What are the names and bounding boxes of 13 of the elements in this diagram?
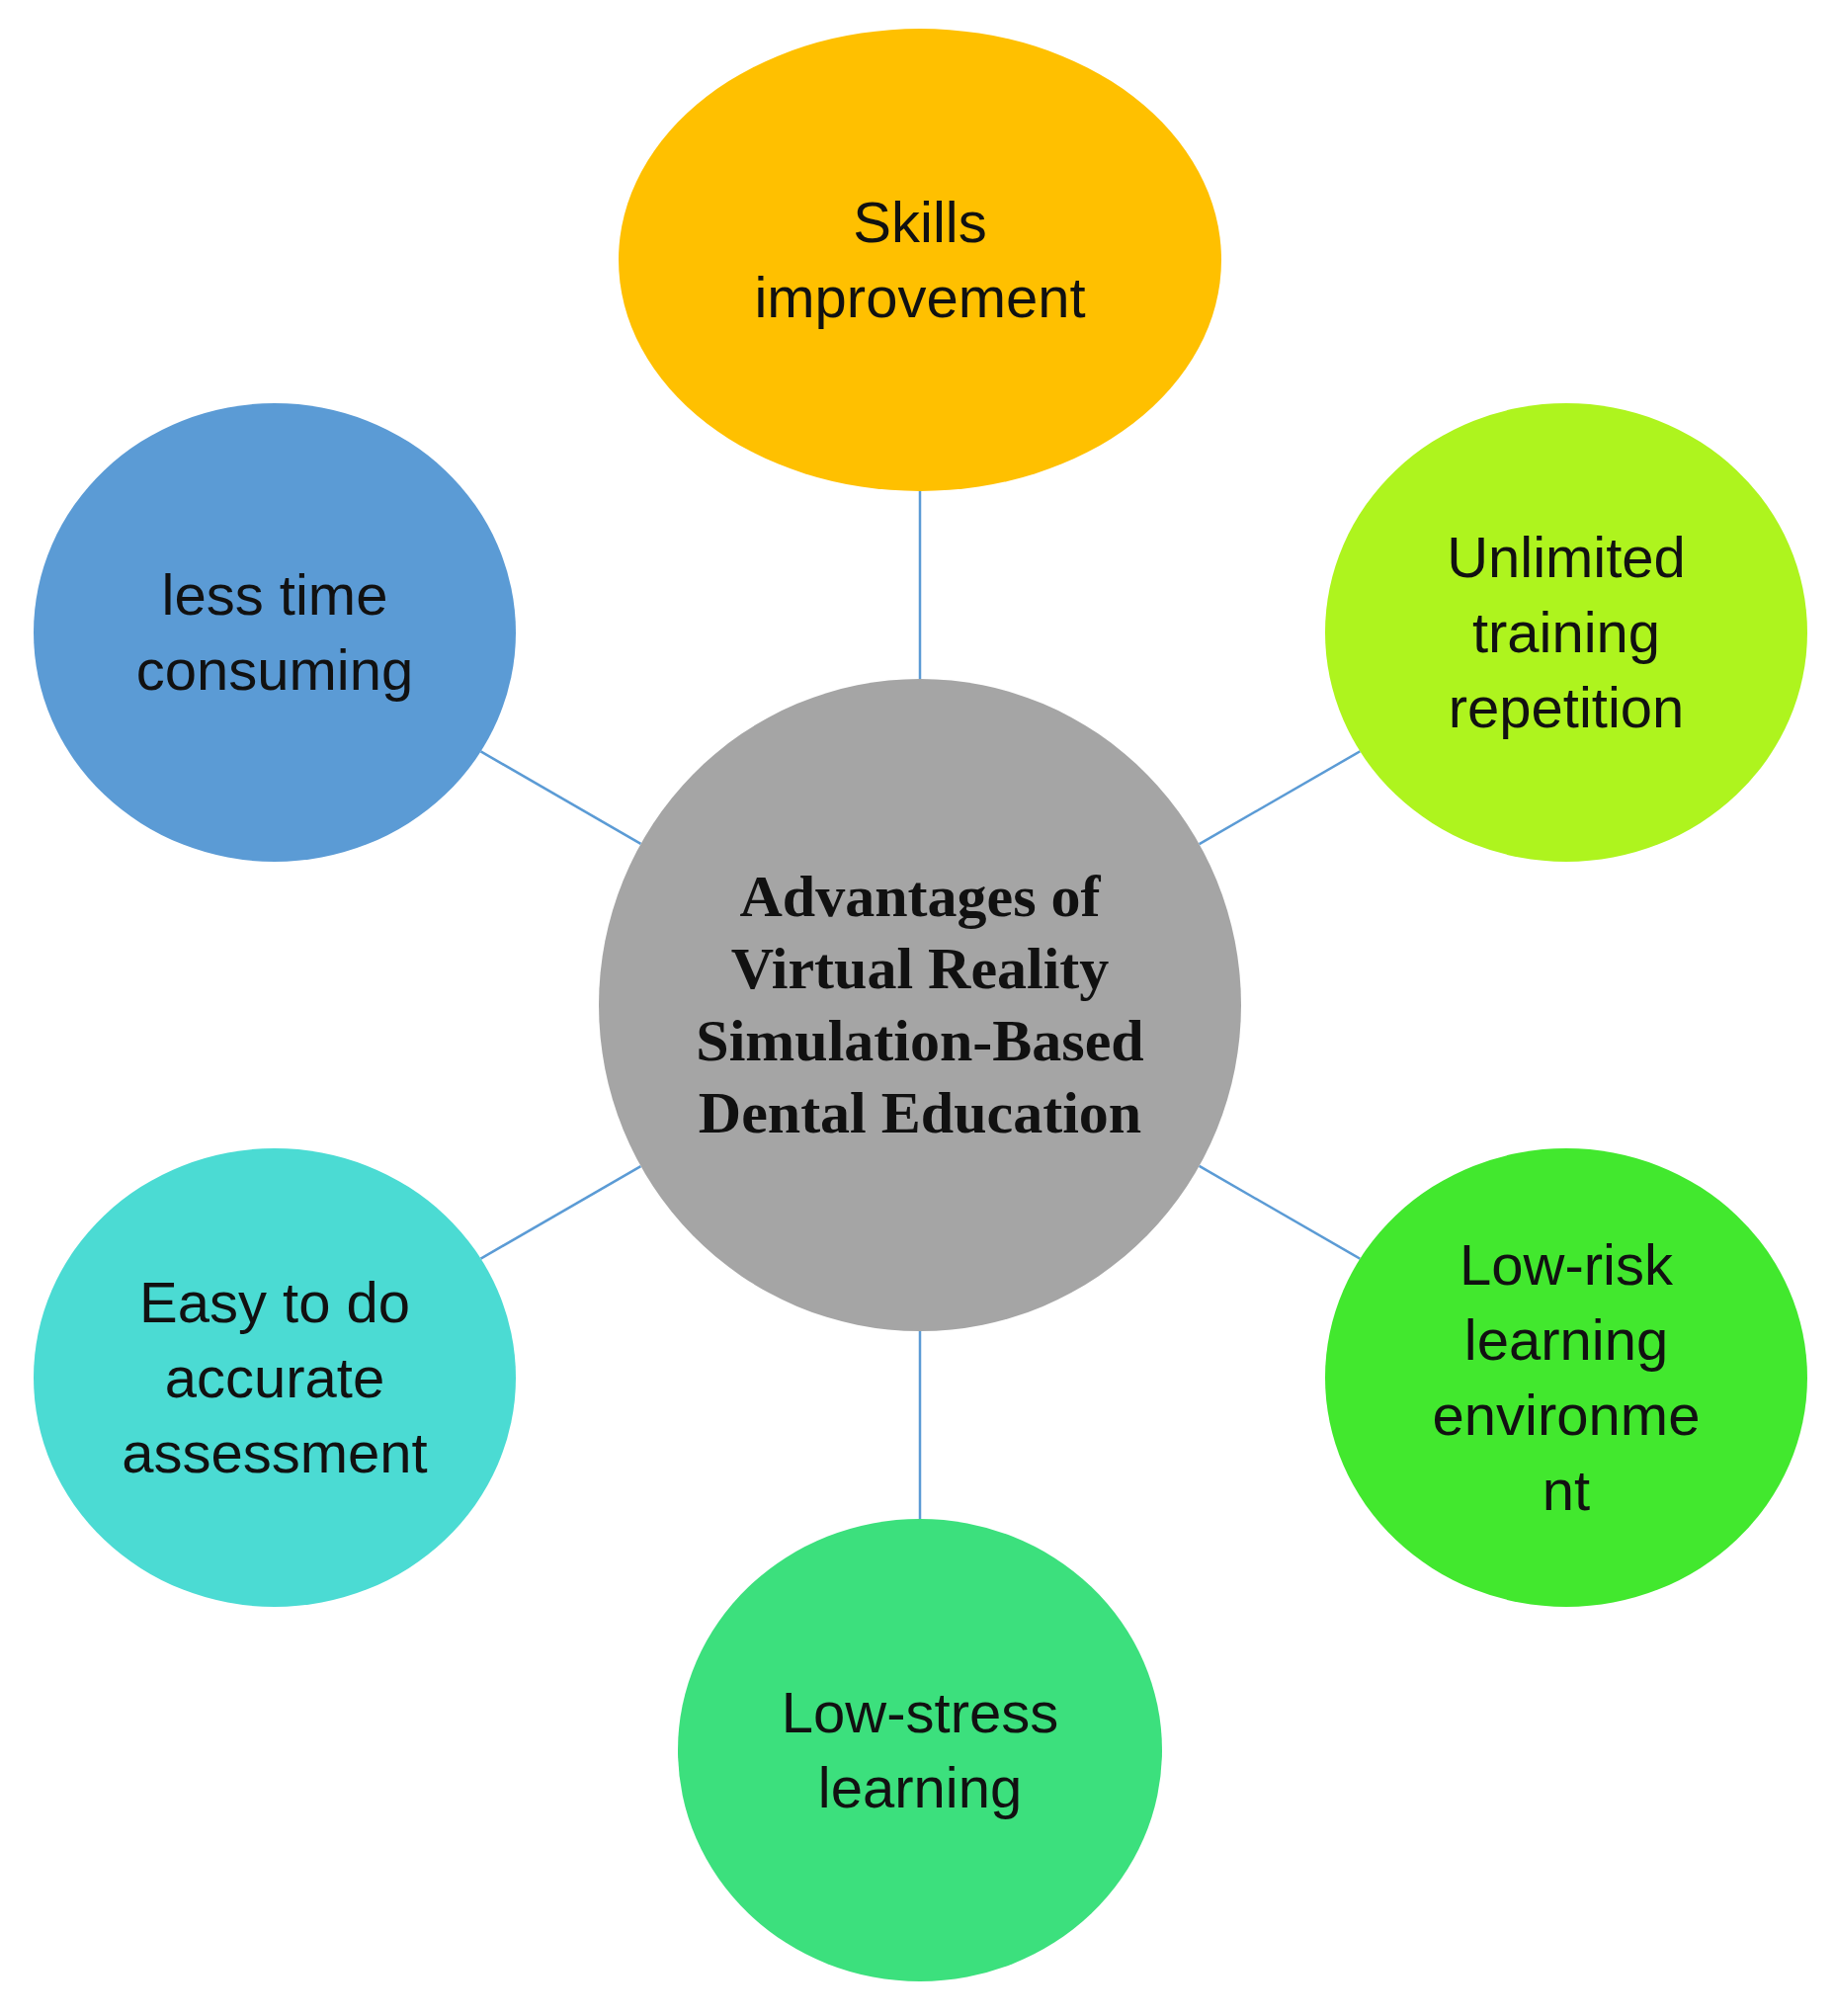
advantage-text: less time consuming — [134, 561, 415, 704]
advantage-text: Low-stress learning — [780, 1679, 1060, 1821]
advantage-text: Unlimited training repetition — [1446, 524, 1687, 741]
advantage-text: Easy to do accurate assessment — [121, 1269, 429, 1486]
central-topic-text: Advantages of Virtual Reality Simulation-Based Dental Education — [695, 863, 1145, 1147]
advantage-text: Low-risk learning environme nt — [1431, 1231, 1702, 1524]
connector-line — [918, 1331, 922, 1519]
connector-line — [479, 1165, 642, 1260]
connector-line — [918, 491, 922, 679]
connector-line — [1199, 750, 1361, 846]
connector-line — [479, 750, 642, 845]
advantage-text: Skills improvement — [753, 189, 1087, 331]
connector-line — [1199, 1164, 1361, 1260]
